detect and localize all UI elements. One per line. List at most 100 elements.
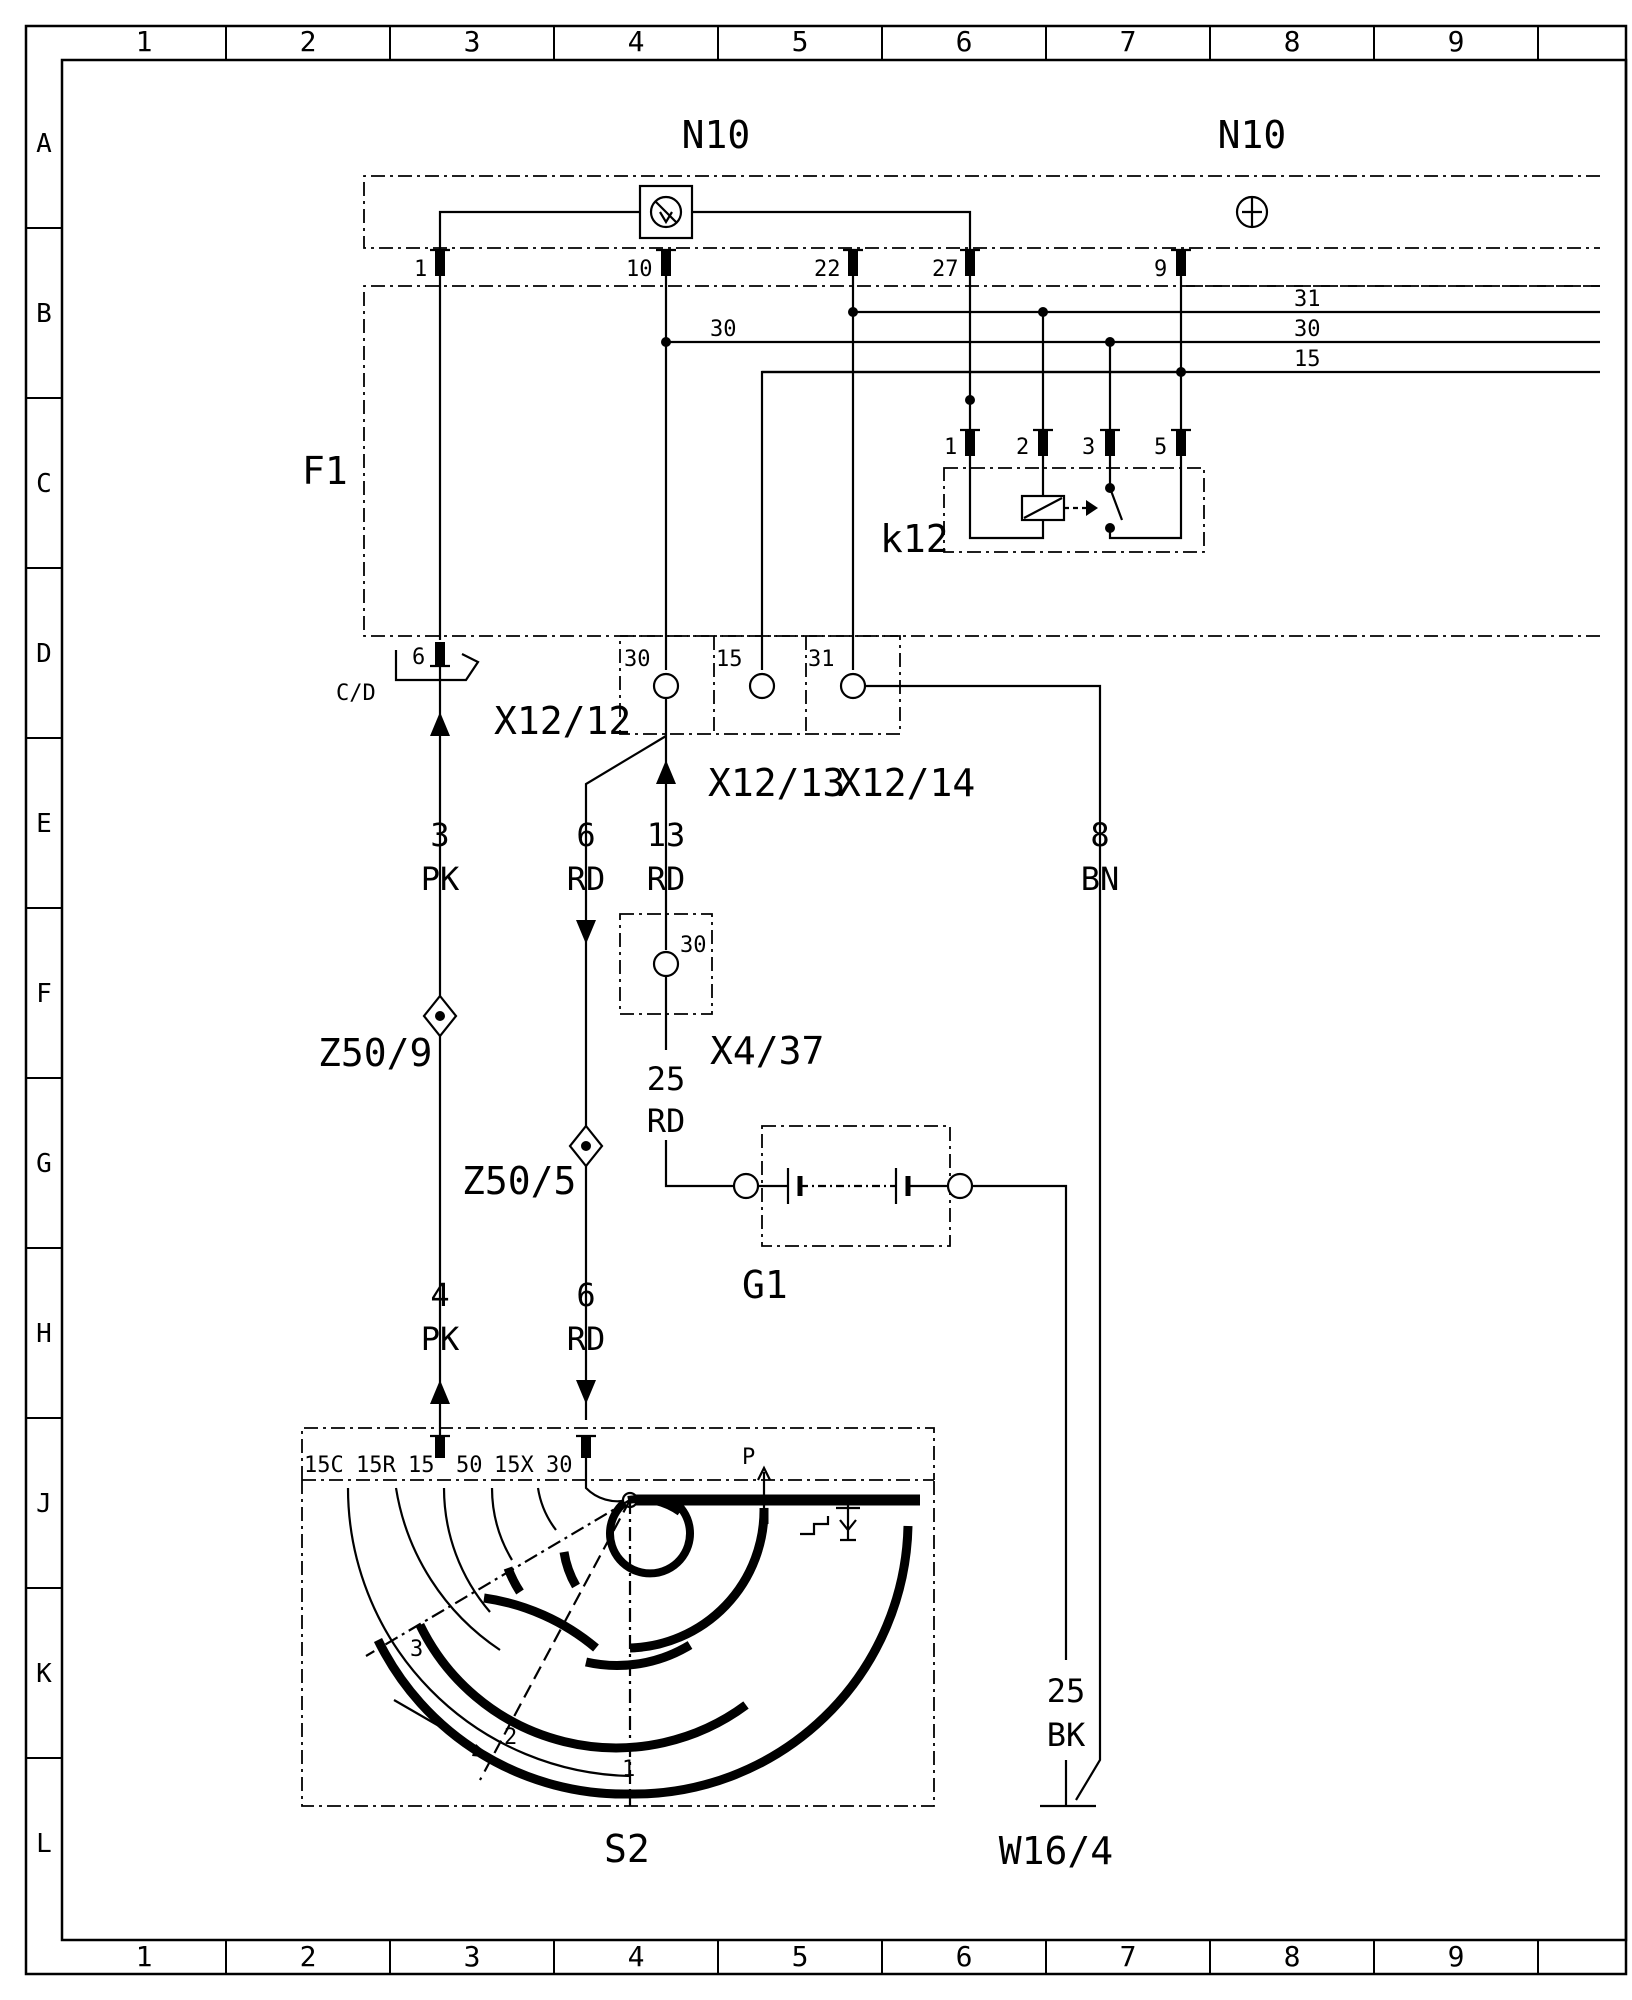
s2-term-15r: 15R: [356, 1453, 396, 1478]
pin-22: 22: [814, 248, 863, 282]
wire-rd25-num: 25: [647, 1060, 686, 1098]
wire-pk4-num: 4: [430, 1276, 449, 1314]
x12-term-31: 31: [808, 647, 835, 672]
wire-bn-color: BN: [1081, 860, 1120, 898]
wire-rd25-color: RD: [647, 1102, 686, 1140]
wire-bn: [865, 684, 1102, 1801]
grid-row-c: C: [36, 469, 52, 499]
cd-label: C/D: [336, 681, 376, 706]
n10-housing: [363, 175, 1600, 249]
grid-col-6-bottom: 6: [956, 1940, 973, 1973]
pin-1: 1: [414, 248, 450, 282]
grid-col-9: 9: [1448, 25, 1465, 58]
z50-9-connector: Z50/9: [318, 994, 458, 1075]
grid-col-2: 2: [300, 25, 317, 58]
pin-10: 10: [626, 248, 676, 282]
wire-rd6-num: 6: [576, 816, 595, 854]
wire-x12-15: [760, 370, 1181, 670]
grid-row-d: D: [36, 639, 52, 669]
n10-label-left: N10: [682, 113, 751, 157]
svg-text:27: 27: [932, 257, 959, 282]
wire-bn-num: 8: [1090, 816, 1109, 854]
wire-pk-color: PK: [421, 860, 460, 898]
grid-col-3: 3: [464, 25, 481, 58]
s2-term-30: 30: [546, 1453, 573, 1478]
bus-lines: 31 30 15 30: [666, 285, 1600, 374]
grid-columns-top: 1 2 3 4 5 6 7 8 9: [136, 25, 1465, 58]
g1-battery: G1: [732, 1125, 974, 1307]
grid-col-4-bottom: 4: [628, 1940, 645, 1973]
k12-relay: k12 1 2 3 5: [880, 428, 1205, 561]
grid-col-8: 8: [1284, 25, 1301, 58]
n10-relay-symbol: [638, 184, 694, 240]
svg-text:3: 3: [1082, 435, 1095, 460]
x12-14-label: X12/14: [838, 761, 975, 805]
svg-text:22: 22: [814, 257, 841, 282]
wire-rd13-num: 13: [647, 816, 686, 854]
s2-label: S2: [604, 1827, 650, 1871]
n10-internal-wire: [438, 210, 972, 255]
wire-rd6-color: RD: [567, 860, 606, 898]
grid-col-1-bottom: 1: [136, 1940, 153, 1973]
wire-rd6-lower-color: RD: [567, 1320, 606, 1358]
x4-37-terminal: 30 X4/37: [619, 913, 824, 1073]
grid-row-g: G: [36, 1149, 52, 1179]
grid-row-k: K: [36, 1659, 52, 1689]
svg-text:5: 5: [1154, 435, 1167, 460]
g1-label: G1: [742, 1263, 788, 1307]
s2-pos-2: 2: [504, 1725, 517, 1750]
svg-text:1: 1: [414, 257, 427, 282]
wire-bk-num: 25: [1047, 1672, 1086, 1710]
bus-junction-30: 30: [710, 317, 737, 342]
wire-pk-num: 3: [430, 816, 449, 854]
svg-text:10: 10: [626, 257, 653, 282]
grid-col-9-bottom: 9: [1448, 1940, 1465, 1973]
pin-9: 9: [1154, 248, 1191, 282]
n10-pins: 1 10 22 27 9: [414, 248, 1191, 282]
f1-label: F1: [302, 449, 348, 493]
grid-col-1: 1: [136, 25, 153, 58]
grid-row-a: A: [36, 129, 52, 159]
grid-col-6: 6: [956, 25, 973, 58]
arrow-rd13-up: [656, 760, 676, 784]
f1-pin-6: 6 C/D: [336, 642, 480, 706]
grid-row-h: H: [36, 1319, 52, 1349]
k12-pins: 1 2 3 5: [944, 428, 1191, 460]
wire-bk: [972, 1184, 1096, 1808]
bus-label-31: 31: [1294, 287, 1321, 312]
svg-text:1: 1: [944, 435, 957, 460]
svg-text:9: 9: [1154, 257, 1167, 282]
bus-label-15: 15: [1294, 347, 1321, 372]
svg-text:30: 30: [680, 933, 707, 958]
pin-27: 27: [932, 248, 980, 282]
x12-terminal-block: 30 15 31 X12/12 X12/13 X12/14: [494, 635, 975, 805]
n10-label-right: N10: [1218, 113, 1287, 157]
n10-relay-symbol-right: [1235, 195, 1269, 229]
wire-labels: 3 PK 6 RD 13 RD 8 BN 25 RD 4 PK 6 RD 25 …: [421, 816, 1120, 1754]
grid-col-5-bottom: 5: [792, 1940, 809, 1973]
s2-pos-1: 1: [622, 1757, 635, 1782]
grid-col-2-bottom: 2: [300, 1940, 317, 1973]
wire-rd25: [664, 976, 734, 1188]
grid-col-7-bottom: 7: [1120, 1940, 1137, 1973]
x12-term-15: 15: [716, 647, 743, 672]
s2-term-50: 50: [456, 1453, 483, 1478]
grid-row-l: L: [36, 1829, 52, 1859]
drawing-frame: [24, 24, 1628, 1976]
grid-row-f: F: [36, 979, 52, 1009]
x12-12-label: X12/12: [494, 699, 631, 743]
k12-label: k12: [880, 517, 949, 561]
s2-term-p: P: [742, 1445, 755, 1470]
bus-label-30: 30: [1294, 317, 1321, 342]
grid-row-b: B: [36, 299, 52, 329]
s2-term-15c: 15C: [304, 1453, 344, 1478]
arrow-rd6-down-lower: [576, 1380, 596, 1404]
grid-col-3-bottom: 3: [464, 1940, 481, 1973]
x4-37-label: X4/37: [710, 1029, 824, 1073]
f1-fuse-box: [363, 285, 1600, 637]
s2-term-15x: 15X: [494, 1453, 534, 1478]
grid-col-4: 4: [628, 25, 645, 58]
grid-rows: A B C D E F G H J K L: [36, 129, 52, 1859]
arrow-rd6-down: [576, 920, 596, 944]
